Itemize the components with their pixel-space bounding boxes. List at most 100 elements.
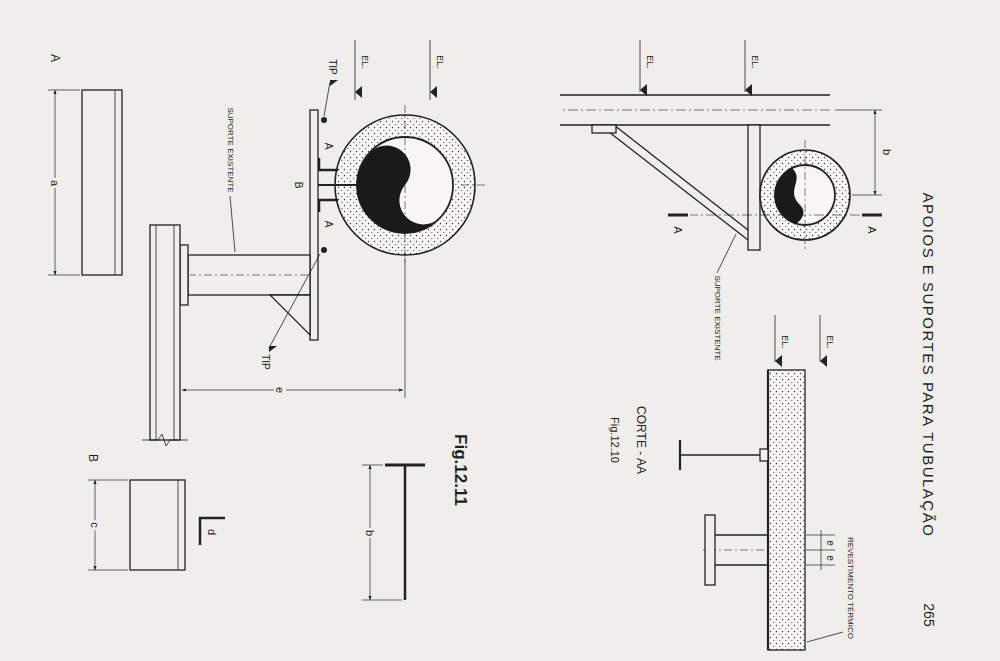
drawing-line bbox=[182, 390, 403, 391]
drawing-line bbox=[460, 185, 485, 186]
drawing-polyline bbox=[319, 200, 338, 212]
drawing-polygon bbox=[640, 84, 647, 96]
weld-note: TIP bbox=[327, 59, 338, 75]
dimension-label: c bbox=[89, 520, 101, 530]
drawing-rect bbox=[748, 125, 760, 250]
drawing-line bbox=[852, 195, 882, 196]
drawing-polygon bbox=[330, 80, 338, 86]
drawing-polyline bbox=[200, 518, 225, 545]
part-callout: B bbox=[293, 182, 304, 189]
drawing-line bbox=[324, 82, 330, 116]
detail-label: B bbox=[85, 454, 98, 462]
drawing-line bbox=[775, 315, 776, 362]
drawing-line bbox=[715, 564, 768, 565]
drawing-line bbox=[362, 600, 402, 601]
drawing-rect bbox=[310, 110, 318, 340]
elevation-mark: EL. bbox=[359, 55, 369, 69]
running-head: APOIOS E SUPORTES PARA TUBULAÇÃO bbox=[920, 193, 937, 538]
drawing-line bbox=[679, 440, 681, 470]
dimension-label: d bbox=[206, 529, 218, 535]
section-mark: A bbox=[672, 226, 684, 233]
section-mark: A bbox=[866, 226, 878, 233]
part-callout: A bbox=[323, 143, 334, 150]
detail-parts bbox=[48, 90, 425, 600]
drawing-line bbox=[767, 370, 769, 650]
drawing-line bbox=[862, 214, 882, 217]
dimension-label: b bbox=[364, 528, 376, 538]
weld-note: TIP bbox=[260, 354, 271, 370]
drawing-line bbox=[717, 234, 736, 273]
drawing-line bbox=[614, 125, 748, 230]
drawing-rect bbox=[705, 515, 715, 585]
dimension-label: b bbox=[881, 149, 893, 155]
drawing-line bbox=[807, 632, 843, 642]
dimension-label: e bbox=[274, 385, 286, 395]
drawing-line bbox=[88, 480, 128, 481]
drawing-rect bbox=[150, 225, 180, 440]
drawing-path bbox=[775, 168, 804, 224]
drawing-line bbox=[405, 258, 406, 398]
drawing-polygon bbox=[355, 86, 362, 98]
detail-label: A bbox=[47, 54, 60, 62]
drawing-line bbox=[690, 215, 860, 216]
drawing-line bbox=[318, 184, 357, 186]
drawing-line bbox=[430, 40, 431, 100]
page-number: 265 bbox=[920, 603, 935, 626]
drawing-line bbox=[806, 535, 835, 536]
drawing-line bbox=[230, 196, 235, 252]
drawing-line bbox=[805, 140, 806, 250]
drawing-line bbox=[355, 40, 356, 100]
dimension-label: e bbox=[825, 555, 836, 561]
drawing-line bbox=[178, 480, 179, 570]
drawing-rect bbox=[760, 449, 768, 461]
drawing-line bbox=[174, 225, 175, 440]
drawing-rect bbox=[188, 255, 310, 295]
drawing-line bbox=[156, 225, 157, 440]
drawing-polygon bbox=[269, 346, 277, 352]
drawing-line bbox=[560, 94, 830, 95]
part-label: REVESTIMENTO TÉRMICO bbox=[846, 537, 855, 639]
elevation-mark: EL. bbox=[434, 55, 444, 69]
part-label: SUPORTE EXISTENTE bbox=[226, 107, 235, 192]
drawing-line bbox=[362, 465, 383, 466]
drawing-polygon bbox=[775, 355, 782, 367]
drawing-polygon bbox=[820, 355, 827, 367]
elevation-mark: EL. bbox=[779, 335, 789, 349]
drawing-line bbox=[806, 565, 835, 566]
drawing-rect bbox=[82, 90, 122, 275]
fig-12-11 bbox=[142, 40, 485, 446]
drawing-line bbox=[875, 110, 876, 195]
drawing-line bbox=[404, 465, 407, 600]
drawing-circle bbox=[321, 247, 327, 253]
dimension-label: a bbox=[49, 178, 61, 188]
section-title: CORTE - AA bbox=[633, 406, 646, 474]
drawing-line bbox=[88, 570, 128, 571]
drawing-rect bbox=[130, 480, 185, 570]
elevation-mark: EL. bbox=[644, 55, 654, 69]
drawing-rect bbox=[768, 370, 805, 650]
drawing-line bbox=[600, 125, 748, 240]
part-callout: A bbox=[323, 221, 334, 228]
drawing-line bbox=[715, 534, 768, 535]
drawing-rect bbox=[592, 125, 616, 133]
drawing-line bbox=[821, 530, 822, 570]
drawing-line bbox=[640, 40, 641, 92]
drawing-line bbox=[806, 550, 835, 551]
fig-12-10 bbox=[560, 40, 882, 367]
drawing-polygon bbox=[745, 84, 752, 96]
drawing-polygon bbox=[270, 295, 310, 335]
drawing-line bbox=[115, 90, 116, 275]
drawing-line bbox=[745, 40, 746, 92]
section-aa bbox=[680, 370, 843, 650]
drawing-line bbox=[48, 90, 80, 91]
drawing-line bbox=[190, 275, 308, 276]
elevation-mark: EL. bbox=[824, 335, 834, 349]
drawing-line bbox=[560, 110, 830, 111]
drawing-line bbox=[820, 315, 821, 362]
part-label: SUPORTE EXISTENTE bbox=[713, 275, 722, 360]
dimension-label: e bbox=[825, 540, 836, 546]
drawing-path bbox=[142, 434, 188, 446]
drawing-rect bbox=[180, 245, 188, 305]
